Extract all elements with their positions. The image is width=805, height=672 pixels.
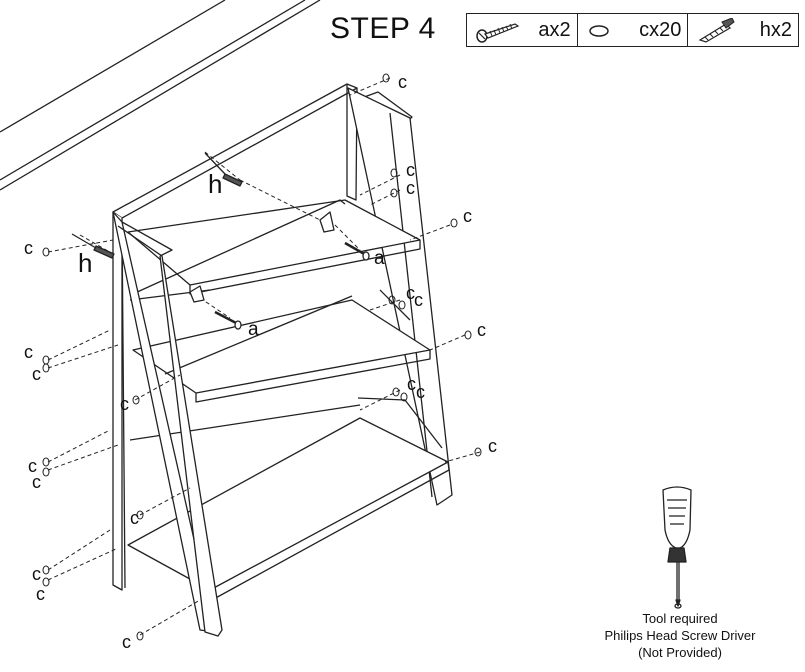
part-wall-anchor: hx2 bbox=[688, 14, 798, 46]
part-label-screw: ax2 bbox=[538, 19, 571, 41]
screw-icon bbox=[476, 23, 520, 43]
parts-list: ax2 cx20 hx2 bbox=[466, 13, 799, 47]
front-ladder-leg bbox=[112, 211, 223, 637]
screw-a-parts bbox=[189, 211, 370, 330]
callout-c: c bbox=[406, 178, 415, 198]
part-cam-lock: cx20 bbox=[578, 14, 689, 46]
callout-c: c bbox=[36, 584, 45, 604]
callout-c: c bbox=[416, 382, 425, 402]
tool-note-line3: (Not Provided) bbox=[638, 645, 722, 660]
callout-c: c bbox=[398, 72, 407, 92]
step-title: STEP 4 bbox=[330, 12, 436, 45]
wall-anchor-icon bbox=[698, 18, 735, 43]
tool-note: Tool required Philips Head Screw Driver … bbox=[590, 610, 770, 661]
part-label-wall-anchor: hx2 bbox=[759, 19, 793, 41]
callout-c: c bbox=[24, 238, 33, 258]
part-label-cam-lock: cx20 bbox=[639, 19, 682, 41]
back-frame bbox=[112, 83, 413, 591]
part-screw: ax2 bbox=[467, 14, 578, 46]
callout-c: c bbox=[120, 394, 129, 414]
callout-c: c bbox=[414, 290, 423, 310]
callout-labels: c c c c c c c c c c c c c c c c c c c c … bbox=[24, 72, 497, 652]
screwdriver-icon bbox=[662, 486, 692, 609]
cam-lock-holes bbox=[42, 73, 482, 641]
callout-c: c bbox=[32, 364, 41, 384]
callout-a: a bbox=[374, 248, 385, 269]
callout-h: h bbox=[78, 248, 92, 278]
callout-c: c bbox=[406, 160, 415, 180]
guide-lines bbox=[47, 77, 481, 636]
cam-lock-icon bbox=[588, 25, 609, 37]
tool-note-line1: Tool required bbox=[642, 611, 718, 626]
wall-lines bbox=[0, 0, 321, 191]
callout-c: c bbox=[122, 632, 131, 652]
callout-c: c bbox=[130, 508, 139, 528]
wall-anchor-parts bbox=[71, 152, 243, 259]
tool-note-line2: Philips Head Screw Driver bbox=[604, 628, 756, 643]
top-shelf bbox=[127, 199, 421, 295]
callout-c: c bbox=[407, 374, 416, 394]
callout-c: c bbox=[24, 342, 33, 362]
callout-h: h bbox=[208, 169, 222, 199]
callout-a: a bbox=[248, 319, 259, 340]
callout-c: c bbox=[488, 436, 497, 456]
callout-c: c bbox=[32, 472, 41, 492]
callout-c: c bbox=[477, 320, 486, 340]
callout-c: c bbox=[28, 456, 37, 476]
callout-c: c bbox=[463, 206, 472, 226]
callout-c: c bbox=[406, 283, 415, 303]
callout-c: c bbox=[32, 564, 41, 584]
